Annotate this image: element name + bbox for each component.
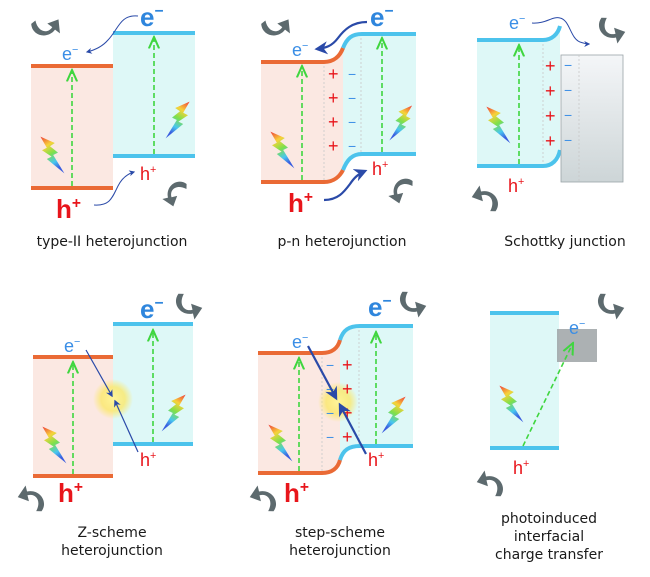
reaction-arrow-icon (474, 469, 508, 499)
panel-step-scheme: − − − − + + + + e− e− h+ h+ step-scheme … (247, 289, 429, 559)
reaction-arrow-icon (30, 12, 64, 42)
negative-charge: − (326, 429, 334, 445)
electron-transfer-arrow (314, 20, 368, 55)
positive-charge: + (342, 427, 353, 447)
electron-label: e− (140, 2, 164, 32)
electron-transfer-arrow (307, 345, 338, 401)
electron-label: e− (140, 294, 164, 324)
hole-transfer-arrow (323, 169, 368, 202)
negative-charge: − (348, 90, 356, 106)
hole-label: h+ (372, 159, 388, 179)
p-valence-band (261, 169, 345, 184)
recombination-glow (93, 379, 133, 419)
reaction-arrow-icon (171, 291, 205, 321)
hole-label: h+ (140, 450, 156, 470)
hole-label: h+ (513, 458, 529, 478)
reaction-arrow-icon (594, 15, 628, 45)
valence-band (477, 149, 562, 168)
panel-caption: heterojunction (289, 543, 391, 559)
space-charges: + + + + − − − − (545, 56, 572, 151)
reaction-arrow-icon (161, 177, 189, 209)
reaction-arrow-icon (247, 484, 281, 514)
excitation-arrow (522, 343, 573, 447)
hole-transfer-arrow (338, 402, 367, 455)
space-charges: + + + + − − − − (328, 64, 356, 156)
negative-charge: − (564, 82, 572, 98)
panel-caption: Schottky junction (504, 234, 626, 250)
positive-charge: + (342, 379, 353, 399)
reaction-arrow-icon (15, 484, 49, 514)
reaction-arrow-icon (469, 184, 503, 214)
sc-ii-valence-band (338, 444, 413, 461)
panel-caption: charge transfer (495, 547, 603, 563)
panel-caption: type-II heterojunction (37, 234, 188, 250)
negative-charge: − (564, 107, 572, 123)
panel-caption: step-scheme (295, 525, 385, 541)
panel-photoinduced: e− h+ photoinduced interfacial charge tr… (474, 291, 627, 563)
electron-label: e− (62, 44, 78, 64)
positive-charge: + (328, 112, 339, 132)
panel-schottky: + + + + − − − − e− h+ Schottky junction (469, 13, 628, 250)
negative-charge: − (564, 57, 572, 73)
reaction-arrow-icon (395, 289, 429, 319)
sc-ii-conduction-band (338, 324, 413, 341)
positive-charge: + (545, 131, 556, 151)
panel-type-ii: e− e− h+ h+ type-II heterojunction (30, 2, 195, 250)
panel-caption: Z-scheme (77, 525, 146, 541)
panel-p-n: + + + + − − − − e− e− h+ h+ p-n heteroju… (260, 2, 416, 250)
electron-label: e− (509, 13, 525, 33)
n-conduction-band (341, 32, 416, 49)
negative-charge: − (348, 138, 356, 154)
reaction-arrow-icon (593, 291, 627, 321)
negative-charge: − (348, 114, 356, 130)
positive-charge: + (545, 106, 556, 126)
negative-charge: − (348, 66, 356, 82)
hole-label: h+ (140, 164, 156, 184)
p-conduction-band (261, 47, 345, 64)
hole-transfer-arrow (93, 170, 136, 206)
n-valence-band (341, 152, 416, 171)
panel-caption: interfacial (514, 529, 584, 545)
metal (560, 54, 624, 183)
hole-label: h+ (284, 478, 309, 508)
electron-label: e− (292, 332, 308, 352)
hole-label: h+ (288, 188, 313, 218)
electron-transfer-arrow (85, 15, 139, 54)
negative-charge: − (326, 405, 334, 421)
hole-transfer-arrow (114, 399, 139, 453)
conduction-band (477, 25, 562, 42)
negative-charge: − (564, 132, 572, 148)
positive-charge: + (545, 56, 556, 76)
electron-label: e− (569, 318, 585, 338)
panel-caption: heterojunction (61, 543, 163, 559)
electron-transfer-arrow (531, 17, 591, 47)
electron-label: e− (368, 292, 392, 322)
panel-caption: photoinduced (501, 511, 597, 527)
electron-label: e− (370, 2, 394, 32)
positive-charge: + (328, 64, 339, 84)
positive-charge: + (328, 88, 339, 108)
electron-label: e− (64, 336, 80, 356)
reaction-arrow-icon (387, 174, 415, 206)
electron-label: e− (292, 40, 308, 60)
panel-caption: p-n heterojunction (277, 234, 406, 250)
sc-i-conduction-band (258, 339, 342, 355)
hole-label: h+ (58, 478, 83, 508)
positive-charge: + (545, 81, 556, 101)
semiconductor (490, 312, 559, 448)
panel-z-scheme: e− e− h+ h+ Z-scheme heterojunction (15, 291, 205, 559)
positive-charge: + (328, 136, 339, 156)
positive-charge: + (342, 355, 353, 375)
hole-label: h+ (56, 194, 81, 224)
electron-transfer-arrow (85, 349, 113, 398)
hole-label: h+ (368, 450, 384, 470)
negative-charge: − (326, 357, 334, 373)
sc-i-valence-band (258, 459, 342, 475)
reaction-arrow-icon (260, 12, 294, 42)
hole-label: h+ (508, 176, 524, 196)
